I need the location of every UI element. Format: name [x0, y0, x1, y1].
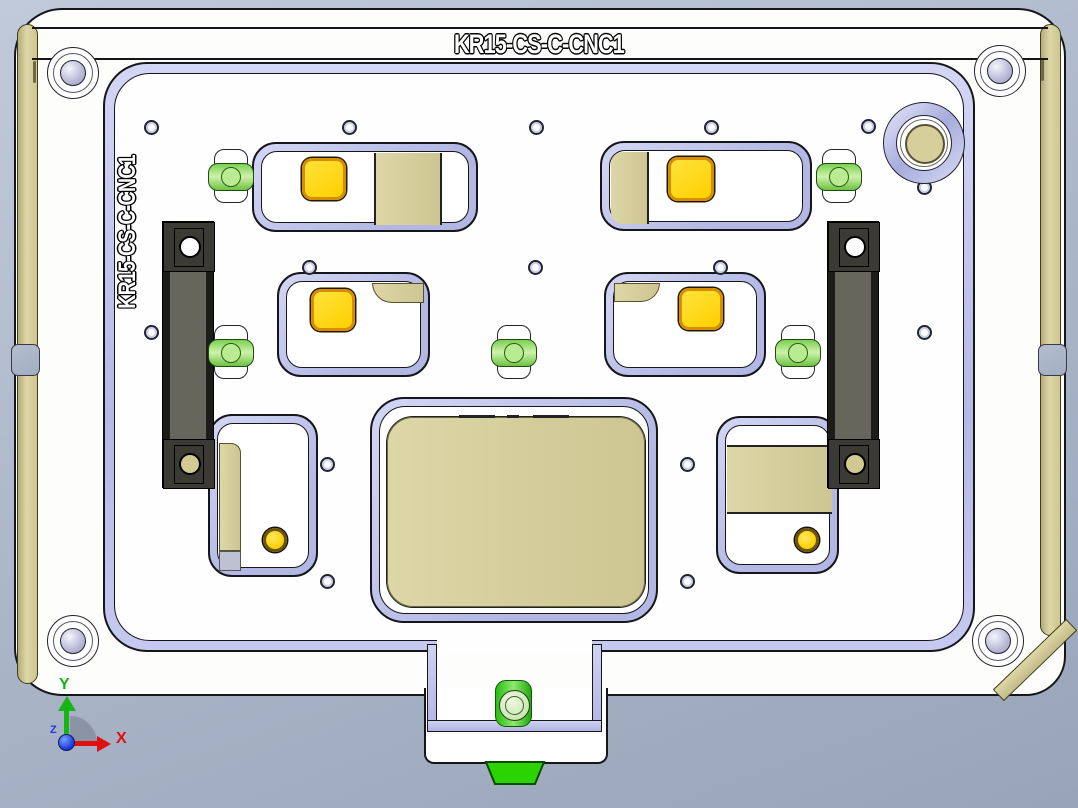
clamp-pin: [788, 343, 808, 363]
workpiece-seat: [219, 443, 241, 551]
seat-step: [219, 551, 241, 571]
pocket-low-right: [716, 416, 839, 574]
pocket-mid-right: [604, 272, 766, 377]
toggle-clamp: [208, 325, 254, 379]
locator-button-yellow: [795, 528, 819, 552]
clamp-pin-inner: [505, 696, 524, 715]
toggle-clamp: [208, 149, 254, 203]
corner-bolt: [972, 615, 1024, 667]
bolt-head: [987, 58, 1013, 84]
edge-notch-right: [1038, 344, 1067, 376]
part-number-top: KR15-CS-C-CNC1: [453, 29, 625, 59]
notch-bevel-left: [427, 644, 437, 732]
bolt-hole: [302, 260, 317, 275]
rail-block-face: [174, 228, 204, 267]
bushing-bore: [905, 124, 945, 164]
bolt-hole: [320, 574, 335, 589]
y-axis-label: Y: [59, 676, 70, 693]
rail-block: [828, 222, 880, 272]
z-axis-label: Z: [50, 724, 57, 736]
toggle-clamp: [816, 149, 862, 203]
locator-pad-yellow: [302, 158, 346, 200]
bolt-head: [60, 60, 86, 86]
bolt-hole: [680, 457, 695, 472]
seat-slot: [459, 415, 495, 418]
seat-slot: [533, 415, 569, 418]
clamp-pin: [221, 167, 241, 187]
bolt-hole: [917, 325, 932, 340]
corner-bolt: [47, 47, 99, 99]
notch-opening: [437, 640, 592, 654]
rail-bolt-hole: [179, 236, 201, 258]
bolt-hole: [144, 325, 159, 340]
workpiece-seat: [611, 152, 649, 224]
x-axis-arrow[interactable]: [72, 741, 98, 746]
locator-pad-yellow: [311, 289, 355, 331]
bolt-hole: [528, 260, 543, 275]
rail-block: [163, 222, 215, 272]
plate-edge-right: [1040, 24, 1061, 636]
locating-bushing: [883, 102, 965, 184]
clamp-rail-left: [163, 222, 215, 489]
bolt-hole: [529, 120, 544, 135]
x-axis-label: X: [116, 730, 127, 747]
bolt-hole: [342, 120, 357, 135]
edge-mark-left: [33, 61, 36, 83]
clamp-rail-right: [828, 222, 880, 489]
bolt-hole: [680, 574, 695, 589]
locator-pad-yellow: [668, 157, 714, 201]
workpiece-seat: [727, 445, 832, 514]
edge-notch-left: [11, 344, 40, 376]
bolt-head: [985, 628, 1011, 654]
pocket-central: [370, 397, 658, 623]
rail-bolt-hole: [844, 453, 866, 475]
y-axis-arrowhead: [58, 696, 76, 711]
rail-block: [163, 439, 215, 489]
notch-bevel-right: [592, 644, 602, 732]
seat-slot: [507, 415, 519, 418]
corner-bolt: [974, 45, 1026, 97]
rail-bolt-hole: [844, 236, 866, 258]
rail-block-face: [839, 445, 869, 484]
rail-block: [828, 439, 880, 489]
tab-key-green: [484, 761, 546, 785]
toggle-clamp: [775, 325, 821, 379]
bolt-hole: [704, 120, 719, 135]
locator-button-yellow: [263, 528, 287, 552]
clamp-pin: [829, 167, 849, 187]
edge-mark-right: [1041, 59, 1044, 81]
origin-sphere[interactable]: [58, 734, 75, 751]
central-workpiece-seat: [387, 417, 645, 607]
rail-block-face: [839, 228, 869, 267]
clamp-pin: [221, 343, 241, 363]
toggle-clamp: [491, 325, 537, 379]
pocket-top-left: [252, 142, 478, 232]
bolt-hole: [713, 260, 728, 275]
bolt-hole: [861, 119, 876, 134]
pocket-mid-left: [277, 272, 430, 377]
pocket-top-right: [600, 141, 812, 231]
toggle-clamp-bottom: [495, 680, 532, 727]
title-strip-line-top: [32, 27, 1048, 29]
y-axis-arrow[interactable]: [64, 710, 69, 743]
bolt-hole: [320, 457, 335, 472]
bolt-hole: [144, 120, 159, 135]
part-number-side: KR15-CS-C-CNC1: [114, 155, 141, 309]
title-strip-line-bottom: [32, 58, 1048, 60]
x-axis-arrowhead: [97, 736, 111, 752]
corner-bolt: [47, 615, 99, 667]
rail-block-face: [174, 445, 204, 484]
rail-bolt-hole: [179, 453, 201, 475]
pocket-low-left: [208, 414, 318, 577]
workpiece-seat: [374, 153, 442, 225]
locator-pad-yellow: [679, 288, 723, 330]
bolt-head: [60, 628, 86, 654]
clamp-pin: [504, 343, 524, 363]
